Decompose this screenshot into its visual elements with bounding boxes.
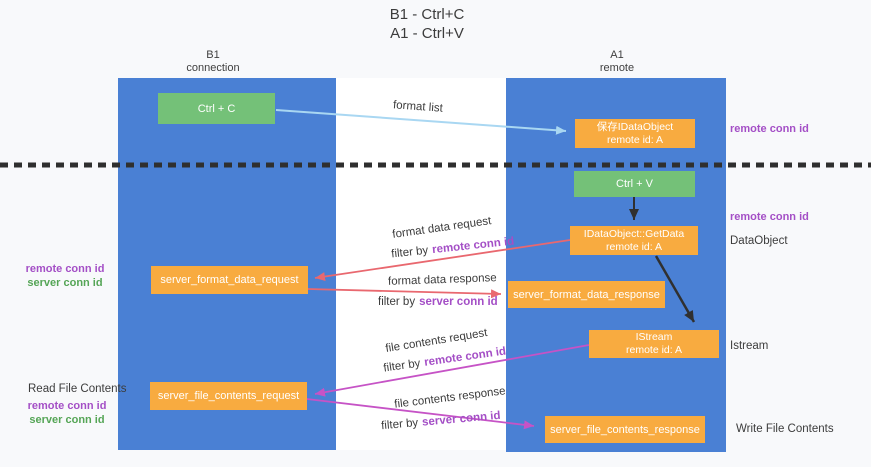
left-remote-conn-id: remote conn id	[25, 263, 105, 275]
left-conn-id-stack: remote conn id server conn id	[24, 262, 106, 290]
file-contents-request-arrow	[314, 344, 590, 397]
istream-remote-id: remote id: A	[625, 344, 683, 356]
read-file-contents-label: Read File Contents	[28, 383, 127, 395]
right-remote-conn-id-mid: remote conn id	[730, 211, 809, 223]
istream-side-label: Istream	[730, 340, 769, 352]
node-server-format-data-response: server_format_data_response	[508, 281, 665, 308]
title-line-2: A1 - Ctrl+V	[390, 25, 464, 42]
ctrl-c-label: Ctrl + C	[197, 102, 236, 115]
save-idataobject-title: 保存IDataObject	[596, 120, 674, 133]
column-a1-role: remote	[599, 62, 635, 74]
getdata-to-istream-arrow	[654, 255, 696, 323]
save-idataobject-remote-id: remote id: A	[606, 133, 664, 146]
left-server-conn-id: server conn id	[27, 277, 103, 289]
filter-key-server-conn-id: server conn id	[419, 296, 498, 308]
column-a1-name: A1	[610, 49, 624, 61]
title-line-1: B1 - Ctrl+C	[389, 6, 465, 23]
write-file-contents-label: Write File Contents	[736, 423, 834, 435]
node-ctrl-c: Ctrl + C	[158, 93, 275, 124]
column-header-b1: B1 connection	[153, 49, 273, 75]
node-server-format-data-request: server_format_data_request	[151, 266, 308, 294]
right-remote-conn-id-top: remote conn id	[730, 123, 809, 135]
message-lane	[336, 78, 506, 450]
page-title: B1 - Ctrl+C A1 - Ctrl+V	[327, 5, 527, 43]
server-file-contents-response-label: server_file_contents_response	[550, 423, 700, 436]
node-server-file-contents-request: server_file_contents_request	[150, 382, 307, 410]
left2-remote-conn-id: remote conn id	[27, 400, 107, 412]
node-server-file-contents-response: server_file_contents_response	[545, 416, 705, 443]
node-idataobject-getdata: IDataObject::GetData remote id: A	[570, 226, 698, 255]
istream-title: IStream	[635, 331, 673, 343]
server-format-data-response-label: server_format_data_response	[513, 288, 660, 301]
format-list-arrow	[275, 109, 567, 135]
node-save-idataobject: 保存IDataObject remote id: A	[575, 119, 695, 148]
left2-server-conn-id: server conn id	[29, 414, 105, 426]
file-contents-response-arrow	[306, 398, 535, 430]
format-data-response-arrow	[307, 288, 502, 299]
server-format-data-request-label: server_format_data_request	[160, 274, 299, 286]
server-file-contents-request-label: server_file_contents_request	[157, 390, 300, 402]
getdata-remote-id: remote id: A	[605, 240, 663, 253]
getdata-title: IDataObject::GetData	[583, 227, 685, 240]
filter-by-text: filter by	[378, 296, 416, 308]
node-istream: IStream remote id: A	[589, 330, 719, 358]
ctrl-v-label: Ctrl + V	[616, 178, 653, 190]
column-b1-name: B1	[206, 49, 220, 61]
column-b1-role: connection	[186, 62, 240, 74]
column-header-a1: A1 remote	[557, 49, 677, 75]
left-conn-id-stack-2: remote conn id server conn id	[26, 399, 108, 427]
dataobject-label: DataObject	[730, 235, 788, 247]
format-data-request-arrow	[314, 239, 571, 281]
format-data-response-filter: filter by server conn id	[378, 296, 498, 308]
node-ctrl-v: Ctrl + V	[574, 171, 695, 197]
